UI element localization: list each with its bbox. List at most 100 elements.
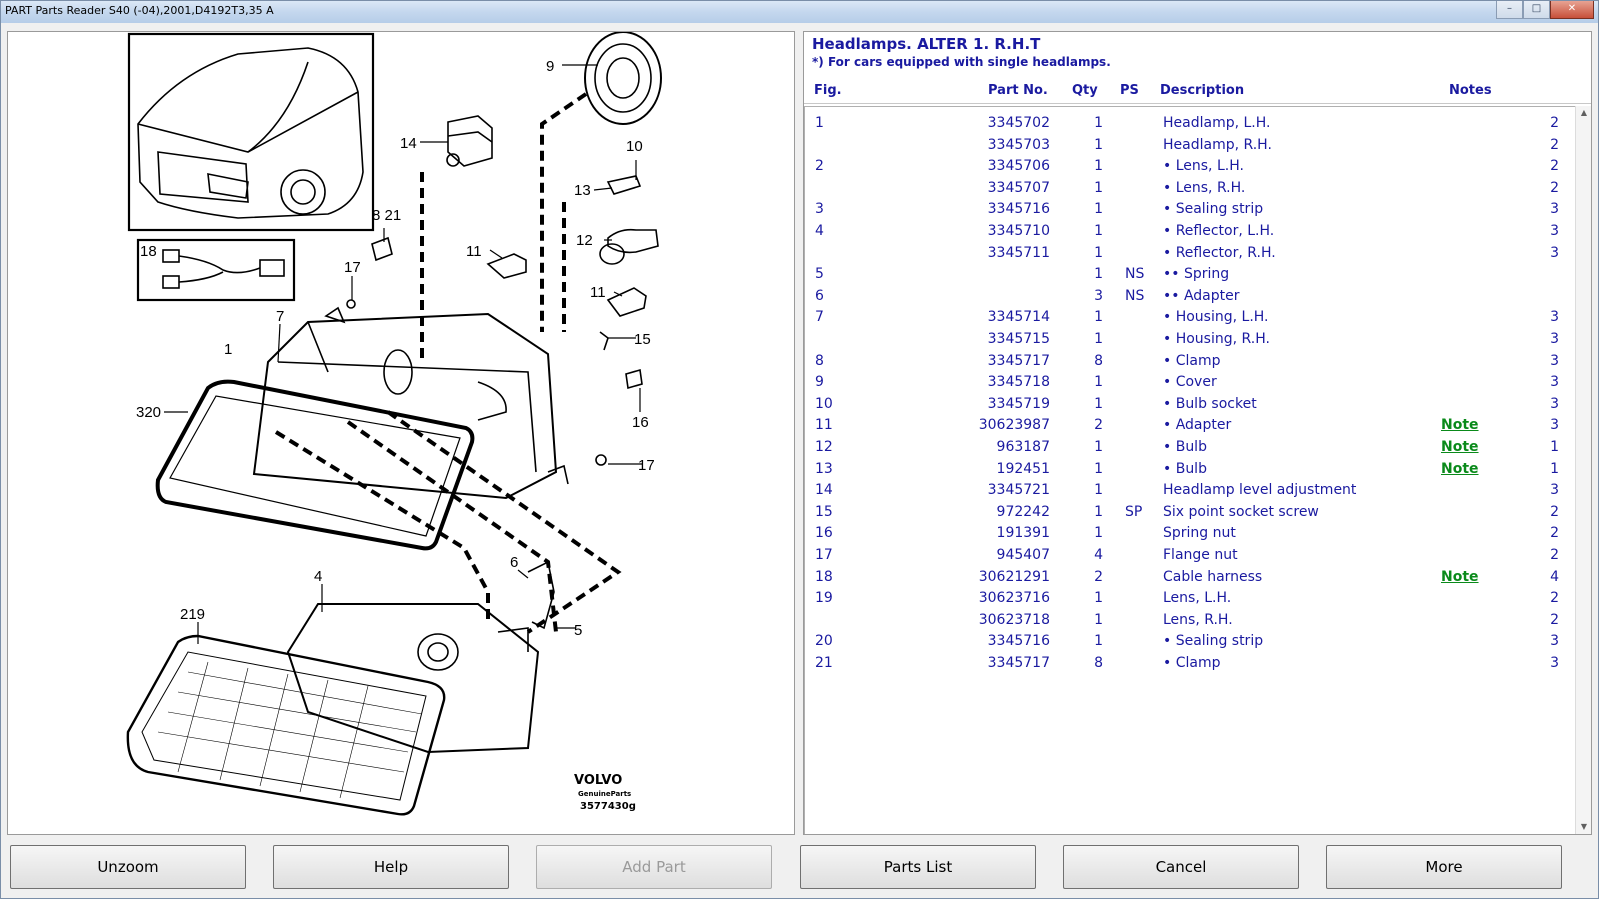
- part-qty: 1: [1094, 460, 1103, 477]
- callout-17a[interactable]: 17: [344, 259, 361, 276]
- callout-7[interactable]: 7: [276, 308, 284, 325]
- header-description[interactable]: Description: [1160, 83, 1245, 98]
- part-count: 3: [1550, 417, 1559, 434]
- callout-15[interactable]: 15: [634, 331, 651, 348]
- maximize-button[interactable]: □: [1523, 1, 1550, 19]
- unzoom-button[interactable]: Unzoom: [10, 845, 246, 889]
- part-description: Six point socket screw: [1163, 503, 1319, 520]
- callout-12[interactable]: 12: [576, 232, 593, 249]
- part-count: 2: [1550, 503, 1559, 520]
- header-fig[interactable]: Fig.: [814, 83, 842, 98]
- callout-6[interactable]: 6: [510, 554, 518, 571]
- minimize-button[interactable]: –: [1496, 1, 1523, 19]
- part-qty: 8: [1094, 352, 1103, 369]
- title-bar[interactable]: PART Parts Reader S40 (-04),2001,D4192T3…: [1, 1, 1598, 23]
- parts-list-button[interactable]: Parts List: [800, 845, 1036, 889]
- callout-5[interactable]: 5: [574, 622, 582, 639]
- close-button[interactable]: ✕: [1550, 1, 1594, 19]
- part-number: 3345717: [987, 352, 1050, 369]
- part-fig: 11: [815, 417, 833, 434]
- part-number: 3345702: [987, 115, 1050, 131]
- exploded-diagram[interactable]: 9 14 10 13 8 21 18 17 11 12 11 7 1 15 32…: [7, 31, 795, 835]
- cancel-button[interactable]: Cancel: [1063, 845, 1299, 889]
- header-ps[interactable]: PS: [1120, 83, 1139, 98]
- screw-part: [599, 331, 609, 351]
- part-qty: 1: [1094, 136, 1103, 153]
- callout-11b[interactable]: 11: [590, 284, 606, 301]
- bulb-socket-part: [606, 175, 642, 195]
- part-note-link[interactable]: Note: [1441, 417, 1479, 434]
- add-part-button[interactable]: Add Part: [536, 845, 772, 889]
- part-note-link[interactable]: Note: [1441, 460, 1479, 477]
- part-number: 3345716: [987, 201, 1050, 218]
- scroll-down-icon[interactable]: ▼: [1580, 822, 1588, 831]
- part-description: Flange nut: [1163, 547, 1238, 563]
- header-part-no[interactable]: Part No.: [988, 83, 1048, 98]
- part-fig: 2: [815, 158, 824, 175]
- callout-3-20[interactable]: 320: [136, 404, 161, 421]
- part-description: Spring nut: [1163, 525, 1236, 542]
- part-ps: NS: [1125, 287, 1145, 304]
- part-count: 2: [1550, 590, 1559, 607]
- part-note-link[interactable]: Note: [1441, 568, 1479, 585]
- part-qty: 1: [1094, 633, 1103, 650]
- part-note-link[interactable]: Note: [1441, 439, 1479, 455]
- callout-1[interactable]: 1: [224, 341, 232, 358]
- callout-18[interactable]: 18: [140, 243, 157, 260]
- callout-13[interactable]: 13: [574, 182, 591, 199]
- help-button[interactable]: Help: [273, 845, 509, 889]
- part-description: • Sealing strip: [1163, 201, 1264, 218]
- callout-16[interactable]: 16: [632, 414, 649, 431]
- callout-11a[interactable]: 11: [466, 243, 482, 260]
- part-number: 3345706: [987, 158, 1050, 175]
- part-fig: 6: [815, 287, 824, 304]
- part-fig: 9: [815, 374, 824, 391]
- part-number: 30621291: [978, 568, 1050, 585]
- more-button[interactable]: More: [1326, 845, 1562, 889]
- scroll-up-icon[interactable]: ▲: [1580, 108, 1588, 117]
- header-notes[interactable]: Notes: [1449, 83, 1492, 98]
- callout-4[interactable]: 4: [314, 568, 322, 585]
- callout-9[interactable]: 9: [546, 58, 554, 75]
- callout-14[interactable]: 14: [400, 135, 417, 152]
- parts-scrollbar[interactable]: ▲ ▼: [1575, 106, 1591, 834]
- header-qty[interactable]: Qty: [1072, 83, 1098, 98]
- callout-2-19[interactable]: 219: [180, 606, 205, 623]
- callout-8-21[interactable]: 8 21: [372, 207, 401, 224]
- part-count: 2: [1550, 115, 1559, 131]
- part-description: • Clamp: [1163, 655, 1221, 671]
- callout-10[interactable]: 10: [626, 138, 643, 155]
- part-qty: 2: [1094, 417, 1103, 434]
- part-number: 3345715: [987, 331, 1050, 347]
- part-qty: 1: [1094, 158, 1103, 175]
- part-number: 191391: [996, 525, 1050, 542]
- callout-17b[interactable]: 17: [638, 457, 655, 474]
